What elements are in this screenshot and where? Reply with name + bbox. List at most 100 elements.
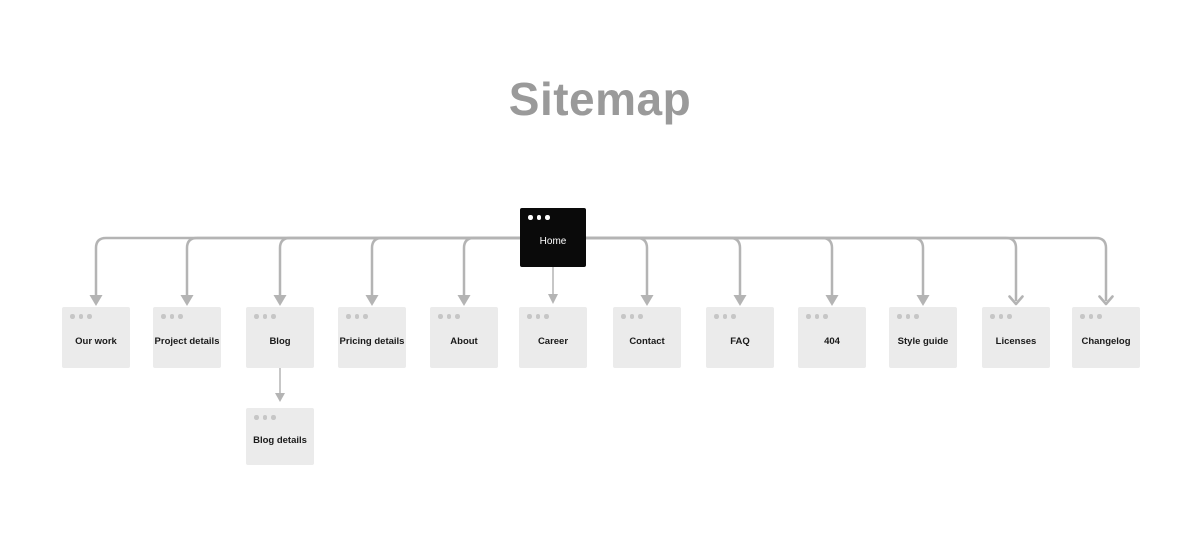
dot-icon bbox=[897, 314, 902, 319]
dot-icon bbox=[990, 314, 995, 319]
dot-icon bbox=[536, 215, 541, 220]
node-label: Pricing details bbox=[340, 335, 404, 347]
arrowhead-pricing-details-icon bbox=[365, 295, 379, 306]
dot-icon bbox=[354, 314, 359, 319]
arrowhead-style-guide-icon bbox=[916, 295, 930, 306]
arrowhead-changelog-icon bbox=[1098, 295, 1114, 306]
dot-icon bbox=[823, 314, 828, 319]
dot-icon bbox=[271, 314, 276, 319]
node-label: FAQ bbox=[730, 335, 750, 347]
node-label: Style guide bbox=[897, 335, 949, 347]
node-blog[interactable]: Blog bbox=[246, 307, 314, 368]
connector-home-to-faq bbox=[586, 236, 742, 296]
node-contact[interactable]: Contact bbox=[613, 307, 681, 368]
node-404[interactable]: 404 bbox=[798, 307, 866, 368]
dot-icon bbox=[346, 314, 351, 319]
connector-home-to-about bbox=[462, 236, 520, 296]
window-dots-icon bbox=[528, 215, 550, 220]
window-dots-icon bbox=[897, 314, 919, 319]
connector-home-to-style-guide bbox=[586, 236, 925, 296]
window-dots-icon bbox=[161, 314, 183, 319]
node-label: Blog bbox=[269, 335, 291, 347]
arrowhead-contact-icon bbox=[640, 295, 654, 306]
arrowhead-project-details-icon bbox=[180, 295, 194, 306]
dot-icon bbox=[254, 314, 259, 319]
dot-icon bbox=[271, 415, 276, 420]
dot-icon bbox=[914, 314, 919, 319]
dot-icon bbox=[638, 314, 643, 319]
dot-icon bbox=[731, 314, 736, 319]
connector-home-to-changelog bbox=[586, 236, 1108, 301]
window-dots-icon bbox=[990, 314, 1012, 319]
node-label: Licenses bbox=[995, 335, 1037, 347]
node-faq[interactable]: FAQ bbox=[706, 307, 774, 368]
dot-icon bbox=[722, 314, 727, 319]
dot-icon bbox=[70, 314, 75, 319]
window-dots-icon bbox=[714, 314, 736, 319]
node-label: Blog details bbox=[253, 434, 307, 446]
dot-icon bbox=[1007, 314, 1012, 319]
node-project-details[interactable]: Project details bbox=[153, 307, 221, 368]
dot-icon bbox=[262, 415, 267, 420]
dot-icon bbox=[78, 314, 83, 319]
dot-icon bbox=[544, 314, 549, 319]
connector-home-to-contact bbox=[586, 236, 649, 296]
dot-icon bbox=[169, 314, 174, 319]
dot-icon bbox=[455, 314, 460, 319]
node-label: 404 bbox=[824, 335, 840, 347]
window-dots-icon bbox=[438, 314, 460, 319]
dot-icon bbox=[814, 314, 819, 319]
dot-icon bbox=[621, 314, 626, 319]
dot-icon bbox=[806, 314, 811, 319]
connector-home-to-pricing-details bbox=[370, 236, 520, 296]
node-label: About bbox=[450, 335, 478, 347]
arrowhead-blog-details-icon bbox=[275, 393, 285, 402]
arrowhead-faq-icon bbox=[733, 295, 747, 306]
dot-icon bbox=[905, 314, 910, 319]
connector-home-to-project-details bbox=[185, 236, 520, 296]
node-home[interactable]: Home bbox=[520, 208, 586, 267]
node-pricing-details[interactable]: Pricing details bbox=[338, 307, 406, 368]
dot-icon bbox=[998, 314, 1003, 319]
window-dots-icon bbox=[254, 314, 276, 319]
arrowhead-about-icon bbox=[457, 295, 471, 306]
dot-icon bbox=[363, 314, 368, 319]
dot-icon bbox=[1080, 314, 1085, 319]
arrowhead-our-work-icon bbox=[89, 295, 103, 306]
dot-icon bbox=[527, 314, 532, 319]
connector-home-to-404 bbox=[586, 236, 834, 296]
dot-icon bbox=[446, 314, 451, 319]
node-career[interactable]: Career bbox=[519, 307, 587, 368]
connector-home-to-blog bbox=[278, 236, 520, 296]
node-changelog[interactable]: Changelog bbox=[1072, 307, 1140, 368]
dot-icon bbox=[1088, 314, 1093, 319]
node-label: Career bbox=[537, 335, 569, 347]
node-our-work[interactable]: Our work bbox=[62, 307, 130, 368]
node-label: Changelog bbox=[1081, 335, 1131, 347]
dot-icon bbox=[254, 415, 259, 420]
node-style-guide[interactable]: Style guide bbox=[889, 307, 957, 368]
window-dots-icon bbox=[254, 415, 276, 420]
page-title: Sitemap bbox=[508, 73, 692, 125]
node-licenses[interactable]: Licenses bbox=[982, 307, 1050, 368]
node-label: Contact bbox=[629, 335, 665, 347]
node-label: Project details bbox=[155, 335, 219, 347]
window-dots-icon bbox=[1080, 314, 1102, 319]
window-dots-icon bbox=[806, 314, 828, 319]
arrowhead-career-icon bbox=[548, 294, 558, 304]
dot-icon bbox=[714, 314, 719, 319]
dot-icon bbox=[535, 314, 540, 319]
dot-icon bbox=[629, 314, 634, 319]
node-blog-details[interactable]: Blog details bbox=[246, 408, 314, 465]
arrowhead-blog-icon bbox=[273, 295, 287, 306]
arrowhead-licenses-icon bbox=[1008, 295, 1024, 306]
connector-home-to-our-work bbox=[94, 236, 520, 296]
node-about[interactable]: About bbox=[430, 307, 498, 368]
dot-icon bbox=[1097, 314, 1102, 319]
node-label: Home bbox=[539, 235, 567, 247]
arrowhead-404-icon bbox=[825, 295, 839, 306]
connector-home-to-licenses bbox=[586, 236, 1018, 301]
window-dots-icon bbox=[70, 314, 92, 319]
